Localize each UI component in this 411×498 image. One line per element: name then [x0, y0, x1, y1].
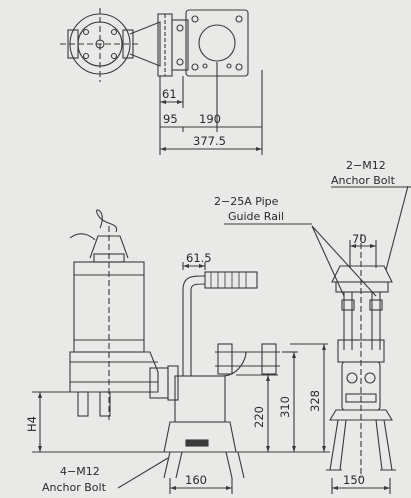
dim-95: 95 — [163, 112, 178, 126]
power-cable-loop — [69, 233, 96, 241]
anchor-bolt-bottom-size: 4−M12 — [60, 465, 100, 478]
side-top-bracket — [331, 265, 393, 283]
side-legs — [329, 419, 393, 471]
guide-bracket-top — [171, 19, 189, 71]
discharge-elbow-top — [129, 21, 161, 67]
discharge-flange — [149, 367, 169, 399]
dim-61: 61 — [162, 87, 177, 101]
guide-rail-size: 2−25A Pipe — [214, 195, 279, 208]
anchor-bolt-bottom-label: Anchor Bolt — [42, 481, 107, 494]
guide-rail-pipe — [182, 290, 192, 376]
discharge-riser — [215, 351, 280, 367]
dim-190: 190 — [199, 112, 221, 126]
dim-328: 328 — [308, 390, 322, 412]
anchor-legs — [163, 451, 245, 479]
dim-h4: H4 — [25, 416, 39, 432]
guide-rail-label: Guide Rail — [228, 210, 284, 223]
dim-61-5: 61.5 — [186, 251, 212, 265]
dim-310: 310 — [278, 396, 292, 418]
dim-70: 70 — [352, 232, 367, 246]
pump-foot-left — [77, 391, 89, 417]
pump-foot-right — [99, 391, 111, 417]
side-guide-rails — [343, 292, 381, 350]
top-plan-view — [60, 8, 263, 155]
dim-220: 220 — [252, 406, 266, 428]
power-cable — [96, 209, 118, 233]
pump-casing — [69, 351, 159, 393]
dim-160: 160 — [185, 473, 207, 487]
anchor-bolt-top-label: Anchor Bolt — [331, 174, 396, 187]
rail-top-bracket — [204, 271, 258, 289]
dim-377-5: 377.5 — [193, 134, 226, 148]
duckfoot-bend — [174, 375, 226, 423]
dim-150: 150 — [343, 473, 365, 487]
side-view — [311, 185, 409, 494]
base-outlet-circle — [198, 24, 236, 62]
duckfoot-base — [163, 421, 237, 453]
front-elevation-view — [32, 209, 330, 494]
anchor-bolt-top-size: 2−M12 — [346, 159, 386, 172]
